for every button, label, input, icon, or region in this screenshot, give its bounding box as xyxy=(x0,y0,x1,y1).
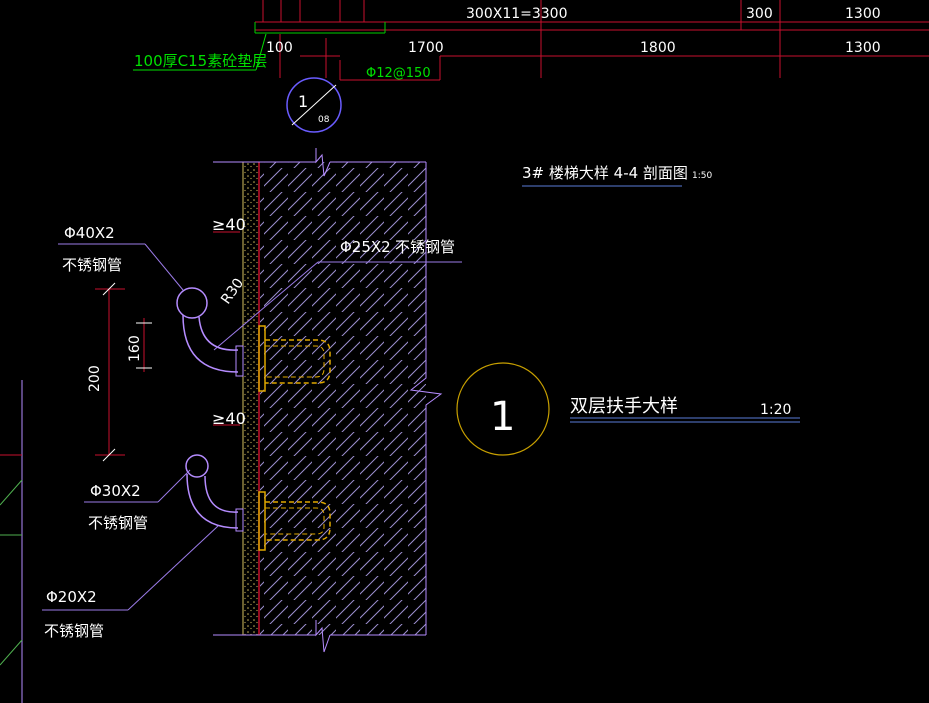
detail-title: 双层扶手大样 1:20 xyxy=(570,396,800,423)
pipe-30-size: Φ30X2 xyxy=(90,482,141,500)
dim-row2-d: 1300 xyxy=(845,40,881,56)
pipe-40-size: Φ40X2 xyxy=(64,224,115,242)
detail-title-scale: 1:20 xyxy=(760,402,791,418)
zigzag-break-icon xyxy=(315,148,331,177)
zigzag-break-icon xyxy=(409,162,443,635)
section-cut-symbol-icon: 1 08 xyxy=(286,77,342,133)
dim-row2-c: 1800 xyxy=(640,40,676,56)
wall-section xyxy=(213,148,443,653)
dim-row1-b: 300 xyxy=(746,6,773,22)
pipe-30-material: 不锈钢管 xyxy=(88,514,148,532)
pipe-20-material: 不锈钢管 xyxy=(44,622,104,640)
dim-row2-a: 100 xyxy=(266,40,293,56)
drawing-title-text: 3# 楼梯大样 4-4 剖面图 xyxy=(522,164,688,182)
dim-row1-a: 300X11=3300 xyxy=(466,6,568,22)
cushion-layer-note: 100厚C15素砼垫层 xyxy=(133,33,267,71)
zigzag-break-icon xyxy=(315,620,331,653)
pipe-label-30: Φ30X2 不锈钢管 xyxy=(84,469,191,532)
detail-callout-icon: 1 xyxy=(456,362,550,456)
drawing-title: 3# 楼梯大样 4-4 剖面图 1:50 xyxy=(522,164,712,187)
dim-total-height: 200 xyxy=(87,365,103,392)
detail-number: 1 xyxy=(490,394,515,440)
drawing-title-scale: 1:50 xyxy=(692,171,712,181)
dim-row1-c: 1300 xyxy=(845,6,881,22)
pipe-label-20: Φ20X2 不锈钢管 xyxy=(42,525,219,640)
left-edge-fragment xyxy=(0,380,23,703)
pipe-40-material: 不锈钢管 xyxy=(62,256,122,274)
dim-row2-b: 1700 xyxy=(408,40,444,56)
handrail-lower xyxy=(185,454,244,532)
section-marker-number: 1 xyxy=(298,92,308,111)
cushion-layer-text: 100厚C15素砼垫层 xyxy=(134,52,267,70)
anchor-plate-upper xyxy=(258,325,331,392)
pipe-label-25: Φ25X2 不锈钢管 xyxy=(213,238,462,351)
dim-rail-gap: 160 xyxy=(127,335,143,362)
rail-dimensions: 200 160 ≥40 ≥40 R30 xyxy=(87,215,247,462)
pipe-20-size: Φ20X2 xyxy=(46,588,97,606)
rebar-note: Φ12@150 xyxy=(366,66,431,81)
anchor-plate-lower xyxy=(258,491,331,551)
pipe-label-40: Φ40X2 不锈钢管 xyxy=(58,224,184,291)
handrail-upper xyxy=(176,287,244,377)
dim-top-offset: ≥40 xyxy=(212,215,246,234)
pipe-25-material: 不锈钢管 xyxy=(395,238,455,256)
pipe-25-size: Φ25X2 xyxy=(340,238,391,256)
dim-mid-offset: ≥40 xyxy=(212,409,246,428)
top-dimension-strip: 300X11=3300 300 1300 100 1700 1800 1300 xyxy=(254,0,929,81)
section-marker-sheet: 08 xyxy=(318,115,330,125)
detail-title-text: 双层扶手大样 xyxy=(570,396,678,417)
